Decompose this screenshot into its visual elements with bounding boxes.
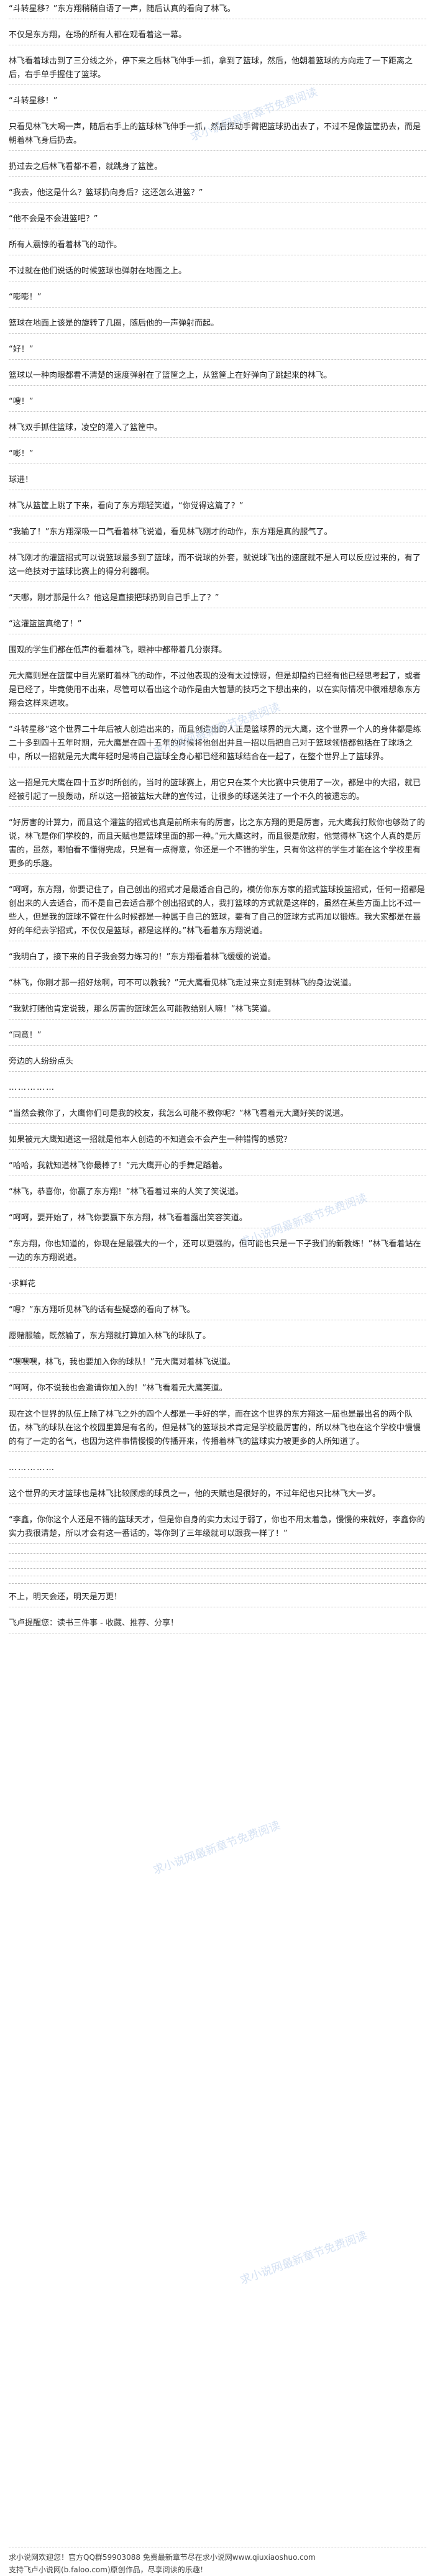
paragraph: 扔过去之后林飞看都不看，就跳身了篮筐。 (9, 160, 426, 177)
paragraph: “这灌篮篮真绝了！” (9, 618, 426, 634)
paragraph: “哈哈，我就知道林飞你最棒了！”元大鹰开心的手舞足蹈着。 (9, 1159, 426, 1176)
separator-line (9, 1576, 426, 1577)
paragraph: 愿赌服输，既然输了，东方翔就打算加入林飞的球队了。 (9, 1330, 426, 1346)
paragraph: 篮球以一种肉眼都看不清楚的速度弹射在了篮筐之上，从篮筐上在好弹向了跳起来的林飞。 (9, 369, 426, 386)
paragraph: “李鑫，你你这个人还是不错的篮球天才，但是你自身的实力太过于弱了，你也不用太着急… (9, 1514, 426, 1544)
footer-support-line: 支持飞卢小说网(b.faloo.com)原创作品，尽享阅读的乐趣！ (9, 2565, 208, 2574)
paragraph: “好厉害的计算力，而且这个灌篮的招式也真是前所未有的厉害，比之东方翔的更是厉害，… (9, 816, 426, 874)
paragraph: 现在这个世界的队伍上除了林飞之外的四个人都是一手好的学，而在这个世界的东方翔这一… (9, 1408, 426, 1452)
paragraph: “呵呵，你不说我也会邀请你加入的！”林飞看着元大鹰笑道。 (9, 1382, 426, 1399)
paragraph: “好！” (9, 343, 426, 360)
paragraph: 球进！ (9, 473, 426, 490)
paragraph: “我去，他这是什么？篮球扔向身后？这还怎么进篮？” (9, 186, 426, 203)
separator-line (9, 1583, 426, 1584)
paragraph: 不仅是东方翔，在场的所有人都在观看着这一幕。 (9, 29, 426, 45)
paragraph: 旁边的人纷纷点头 (9, 1055, 426, 1072)
paragraph: “我就打赌他肯定说我，那么厉害的篮球怎么可能教给别人嘛！”林飞笑道。 (9, 1003, 426, 1020)
paragraph: “嘭嘭！” (9, 291, 426, 308)
paragraph: “我明白了，接下来的日子我会努力练习的！”东方翔看着林飞缓缓的说道。 (9, 951, 426, 967)
paragraph: …………… (9, 1081, 426, 1098)
paragraph: “当然会教你了，大鹰你们可是我的校友，我怎么可能不教你呢？”林飞看着元大鹰好笑的… (9, 1107, 426, 1124)
paragraph: “嘿嘿嘿，林飞，我也要加入你的球队！”元大鹰对着林飞说道。 (9, 1356, 426, 1372)
paragraph: “嘭！” (9, 447, 426, 464)
separator-line (9, 1553, 426, 1555)
paragraph: 这一招是元大鹰在四十五岁时所创的，当时的篮球赛上，用它只在某个大比赛中只使用了一… (9, 777, 426, 807)
paragraph: “我输了！”东方翔深吸一口气看着林飞说道，看见林飞刚才的动作，东方翔是真的服气了… (9, 526, 426, 542)
paragraph: 只看见林飞大喝一声，随后右手上的篮球林飞伸手一抓，然后挥动手臂把篮球扔出去了，不… (9, 121, 426, 151)
paragraph: 如果被元大鹰知道这一招就是他本人创造的不知道会不会产生一种错愕的感觉？ (9, 1133, 426, 1150)
paragraph: “他不会是不会进篮吧？” (9, 212, 426, 229)
separator-line (9, 1561, 426, 1562)
paragraph: “林飞，恭喜你，你赢了东方翔！”林飞看着过来的人笑了笑说道。 (9, 1185, 426, 1202)
paragraph: “天哪，刚才那是什么？他这是直接把球扔到自己手上了？” (9, 591, 426, 608)
paragraph: “嗯？”东方翔听见林飞的话有些疑惑的看向了林飞。 (9, 1304, 426, 1320)
paragraph: “同意！” (9, 1029, 426, 1046)
author-note: 飞卢提醒您：读书三件事 - 收藏、推荐、分享！ (9, 1617, 426, 1633)
paragraph: “呵呵，东方翔，你要记住了，自己创出的招式才是最适合自己的，模仿你东方家的招式篮… (9, 884, 426, 941)
paragraph: 围观的学生们都在低声的看着林飞，眼神中都带着几分崇拜。 (9, 644, 426, 660)
paragraph: “斗转星移”这个世界二十年后被人创造出来的，而且创造出的人正是篮球界的元大鹰，这… (9, 723, 426, 767)
paragraph: 这个世界的天才篮球也是林飞比较顾虑的球员之一，他的天赋也是很好的，不过年纪也只比… (9, 1487, 426, 1504)
paragraph: 所有人震惊的看着林飞的动作。 (9, 239, 426, 255)
paragraph: “东方翔，你也知道的，你现在是最强大的一个，还可以更强的，但可能也只是一下子我们… (9, 1238, 426, 1268)
paragraph: “嗖！” (9, 395, 426, 412)
separator-line (9, 1568, 426, 1569)
closing-line: 不上，明天会还，明天是万更！ (9, 1591, 426, 1607)
paragraph: “呵呵，要开始了，林飞你要赢下东方翔，林飞看着露出笑容笑道。 (9, 1212, 426, 1228)
paragraph: 不过就在他们说话的时候篮球也弹射在地面之上。 (9, 265, 426, 281)
paragraph: 林飞看着球击到了三分线之外，停下来之后林飞伸手一抓，拿到了篮球，然后，他朝着篮球… (9, 55, 426, 85)
separator-block (9, 1553, 426, 1584)
paragraph: 林飞从篮筐上跳了下来，看向了东方翔轻笑道，“你觉得这篇了？” (9, 500, 426, 516)
page-footer: 求小说网欢迎您！官方QQ群59903088 免费最新章节尽在求小说网www.qi… (9, 2547, 426, 2576)
paragraph: …………… (9, 1461, 426, 1478)
paragraph: 篮球在地面上该是的旋转了几圈，随后他的一声弹射而起。 (9, 317, 426, 334)
chapter-content: “斗转星移？”东方翔稍稍自语了一声，随后认真的看向了林飞。不仅是东方翔，在场的所… (9, 2, 426, 1544)
paragraph: 林飞双手抓住篮球，凌空的灌入了篮筐中。 (9, 421, 426, 438)
footer-site-line: 求小说网欢迎您！官方QQ群59903088 免费最新章节尽在求小说网www.qi… (9, 2553, 316, 2562)
paragraph: 林飞刚才的灌篮招式可以说篮球最多到了篮球，而不说球的外套，就说球飞出的速度就不是… (9, 552, 426, 582)
paragraph: 元大鹰则是在篮筐中目光紧盯着林飞的动作，不过他表现的没有太过惊讶，但是却隐约已经… (9, 670, 426, 714)
paragraph: ·求鲜花 (9, 1277, 426, 1294)
paragraph: “斗转星移？”东方翔稍稍自语了一声，随后认真的看向了林飞。 (9, 2, 426, 19)
paragraph: “林飞，你刚才那一招好炫啊，可不可以教我？”元大鹰看见林飞走过来立刻走到林飞的身… (9, 977, 426, 993)
paragraph: “斗转星移！” (9, 94, 426, 111)
